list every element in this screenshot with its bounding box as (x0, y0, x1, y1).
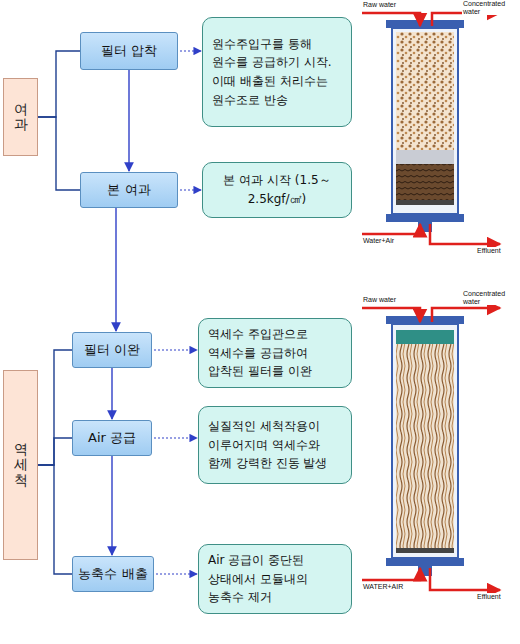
process-box: 농축수 배출 (72, 556, 154, 592)
port-label: Effluent (476, 247, 502, 255)
phase-label: 여과 (3, 78, 38, 156)
flow-arrow (154, 437, 197, 438)
box-text: Air 공급 (88, 429, 136, 447)
flow-arrow (156, 573, 197, 574)
flow-arrow (180, 189, 201, 190)
box-text: 역세척 (14, 442, 28, 488)
box-text: 여과 (14, 102, 28, 133)
box-text: 본 여과 시작 (1.5～ 2.5kgf/㎠) (212, 171, 342, 208)
port-label: Concentrated water (462, 0, 516, 15)
port-label: WATER+AIR (362, 583, 404, 591)
description-box: 실질적인 세척작용이 이루어지며 역세수와 함께 강력한 진동 발생 (198, 406, 352, 484)
port-label: Raw water (362, 1, 397, 9)
process-box: 필터 압착 (80, 32, 178, 70)
flow-arrow (115, 208, 116, 331)
box-text: 실질적인 세척작용이 이루어지며 역세수와 함께 강력한 진동 발생 (208, 417, 342, 473)
box-text: 본 여과 (107, 181, 150, 199)
loosened-module (362, 308, 500, 590)
box-text: 필터 이완 (84, 341, 140, 359)
box-text: Air 공급이 중단된 상태에서 모듈내의 농축수 제거 (208, 551, 342, 607)
bracket-line (38, 350, 72, 465)
box-text: 원수주입구를 통해 원수를 공급하기 시작. 이때 배출된 처리수는 원수조로 … (212, 35, 342, 109)
box-text: 역세수 주입관으로 역세수를 공급하여 압착된 필터를 이완 (208, 325, 342, 381)
bracket-line (38, 117, 80, 190)
port-label: Raw water (362, 296, 397, 304)
port-label: Water+Air (362, 237, 395, 245)
flow-arrow (128, 70, 129, 171)
process-box: Air 공급 (72, 420, 152, 456)
box-text: 필터 압착 (101, 42, 157, 60)
flow-arrow (111, 368, 112, 419)
flow-arrow (111, 456, 112, 555)
description-box: 역세수 주입관으로 역세수를 공급하여 압착된 필터를 이완 (198, 318, 352, 388)
bracket-line (38, 465, 72, 574)
description-box: 본 여과 시작 (1.5～ 2.5kgf/㎠) (202, 162, 352, 218)
phase-label: 역세척 (3, 370, 38, 560)
bracket-line (38, 438, 72, 465)
bracket-line (38, 51, 80, 117)
process-box: 필터 이완 (72, 332, 152, 368)
flow-arrow (180, 50, 201, 51)
port-label: Effluent (476, 593, 502, 601)
flow-arrow (154, 349, 197, 350)
port-label: Concentrated water (462, 290, 516, 305)
description-box: Air 공급이 중단된 상태에서 모듈내의 농축수 제거 (198, 544, 352, 614)
box-text: 농축수 배출 (78, 565, 147, 583)
description-box: 원수주입구를 통해 원수를 공급하기 시작. 이때 배출된 처리수는 원수조로 … (202, 17, 352, 127)
process-box: 본 여과 (80, 172, 178, 208)
compressed-module (362, 13, 500, 244)
